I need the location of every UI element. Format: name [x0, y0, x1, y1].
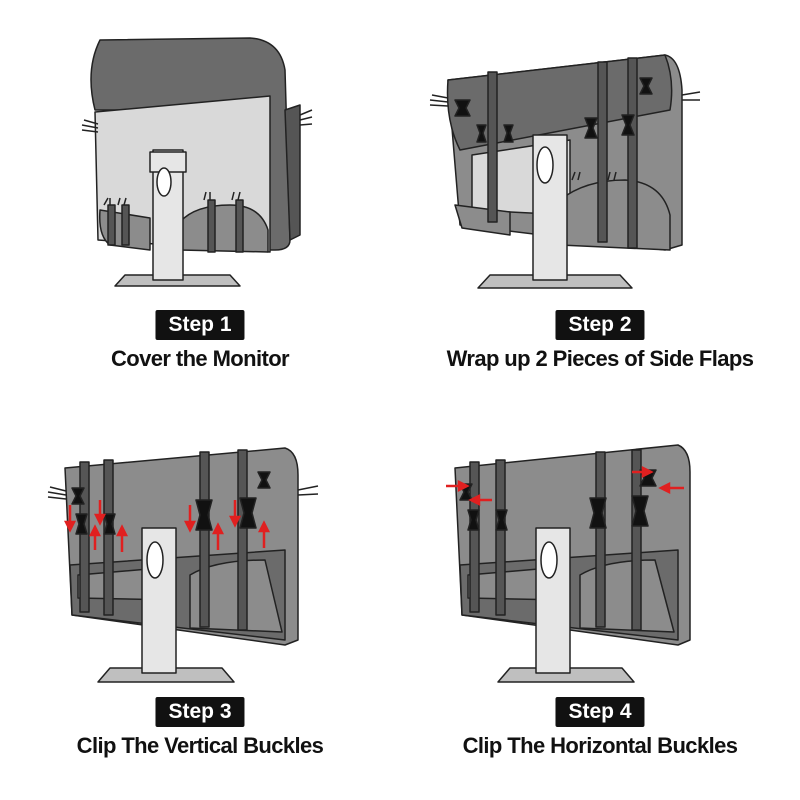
step-caption: Cover the Monitor: [110, 346, 290, 371]
buckle-icon: [454, 77, 653, 143]
step-badge: Step 2: [555, 310, 645, 340]
step-1-illustration: [81, 37, 313, 287]
step-4-panel: Step 4 Clip The Horizontal Buckles: [400, 400, 800, 800]
buckle-icon: [71, 471, 271, 535]
step-caption: Wrap up 2 Pieces of Side Flaps: [446, 346, 754, 371]
step-2-panel: Step 2 Wrap up 2 Pieces of Side Flaps: [400, 0, 800, 400]
step-4-illustration: [446, 444, 691, 683]
step-1-panel: Step 1 Cover the Monitor: [0, 0, 400, 400]
step-2-illustration: [429, 54, 701, 289]
buckle-icon: [459, 469, 657, 531]
step-3-illustration: [47, 447, 319, 683]
red-arrow-icon: [63, 500, 271, 552]
monitor-cover-icon: [90, 37, 291, 251]
red-arrow-icon: [446, 465, 684, 507]
step-caption: Clip The Vertical Buckles: [76, 733, 324, 758]
step-badge: Step 4: [555, 697, 645, 727]
step-3-panel: Step 3 Clip The Vertical Buckles: [0, 400, 400, 800]
step-badge: Step 1: [155, 310, 245, 340]
step-caption: Clip The Horizontal Buckles: [462, 733, 738, 758]
step-badge: Step 3: [155, 697, 245, 727]
